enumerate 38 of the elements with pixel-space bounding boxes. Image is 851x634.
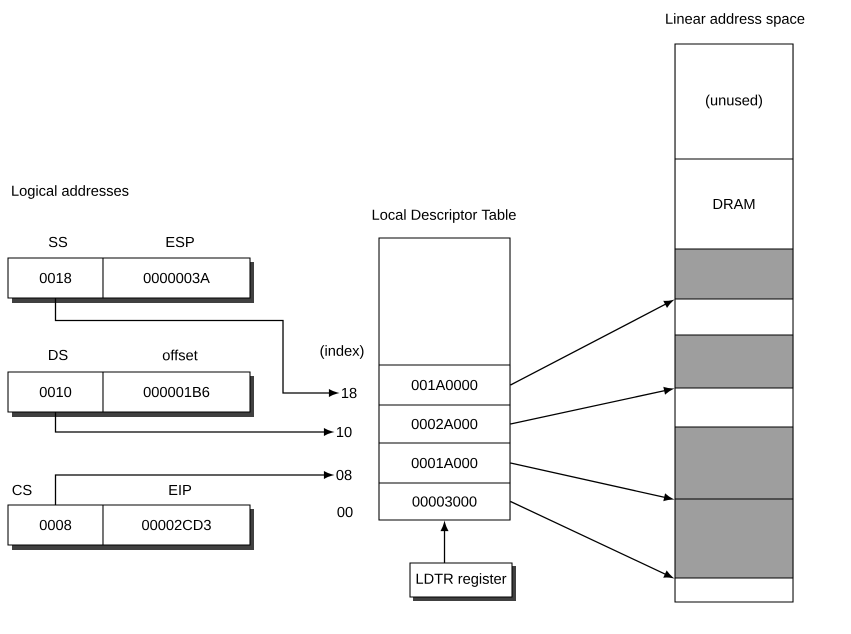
index-number: 00	[337, 506, 353, 518]
index-number: 18	[342, 388, 357, 398]
descriptor-row: 0002A000	[378, 404, 511, 444]
arrow	[510, 500, 673, 578]
register-name: EIP	[169, 484, 192, 496]
index-number: 10	[336, 426, 352, 438]
register-name: SS	[48, 236, 68, 248]
arrow	[54, 412, 333, 436]
arrow	[510, 462, 673, 501]
descriptor-row: 0001A000	[378, 442, 511, 484]
descriptor-row: 001A0000	[378, 364, 511, 406]
arrow	[510, 300, 673, 386]
register-name: ESP	[166, 236, 194, 248]
register-cell: 00002CD3	[102, 504, 254, 550]
heading: Logical addresses	[12, 185, 128, 199]
shaded-segment	[674, 334, 794, 389]
memory-region: (unused)	[674, 43, 794, 160]
descriptor-row: 00003000	[378, 482, 511, 521]
shaded-segment	[674, 248, 794, 300]
arrow	[510, 387, 673, 425]
table-heading: Local Descriptor Table	[372, 209, 516, 223]
register-name: DS	[49, 350, 68, 360]
index-heading: (index)	[320, 345, 364, 359]
arrow	[440, 522, 448, 562]
shaded-segment	[674, 498, 794, 579]
register-cell: 0008	[7, 504, 107, 550]
index-number: 08	[336, 470, 352, 480]
column-heading: Linear address space	[666, 13, 804, 27]
register-box: LDTR register	[409, 562, 516, 601]
register-cell: 000001B6	[102, 371, 254, 417]
arrow	[54, 298, 338, 397]
register-name: offset	[162, 350, 198, 360]
register-name: CS	[12, 484, 32, 496]
register-cell: 0018	[7, 257, 107, 303]
register-cell: 0000003A	[102, 257, 254, 303]
register-cell: 0010	[7, 371, 107, 417]
arrow	[54, 471, 333, 504]
shaded-segment	[674, 426, 794, 500]
